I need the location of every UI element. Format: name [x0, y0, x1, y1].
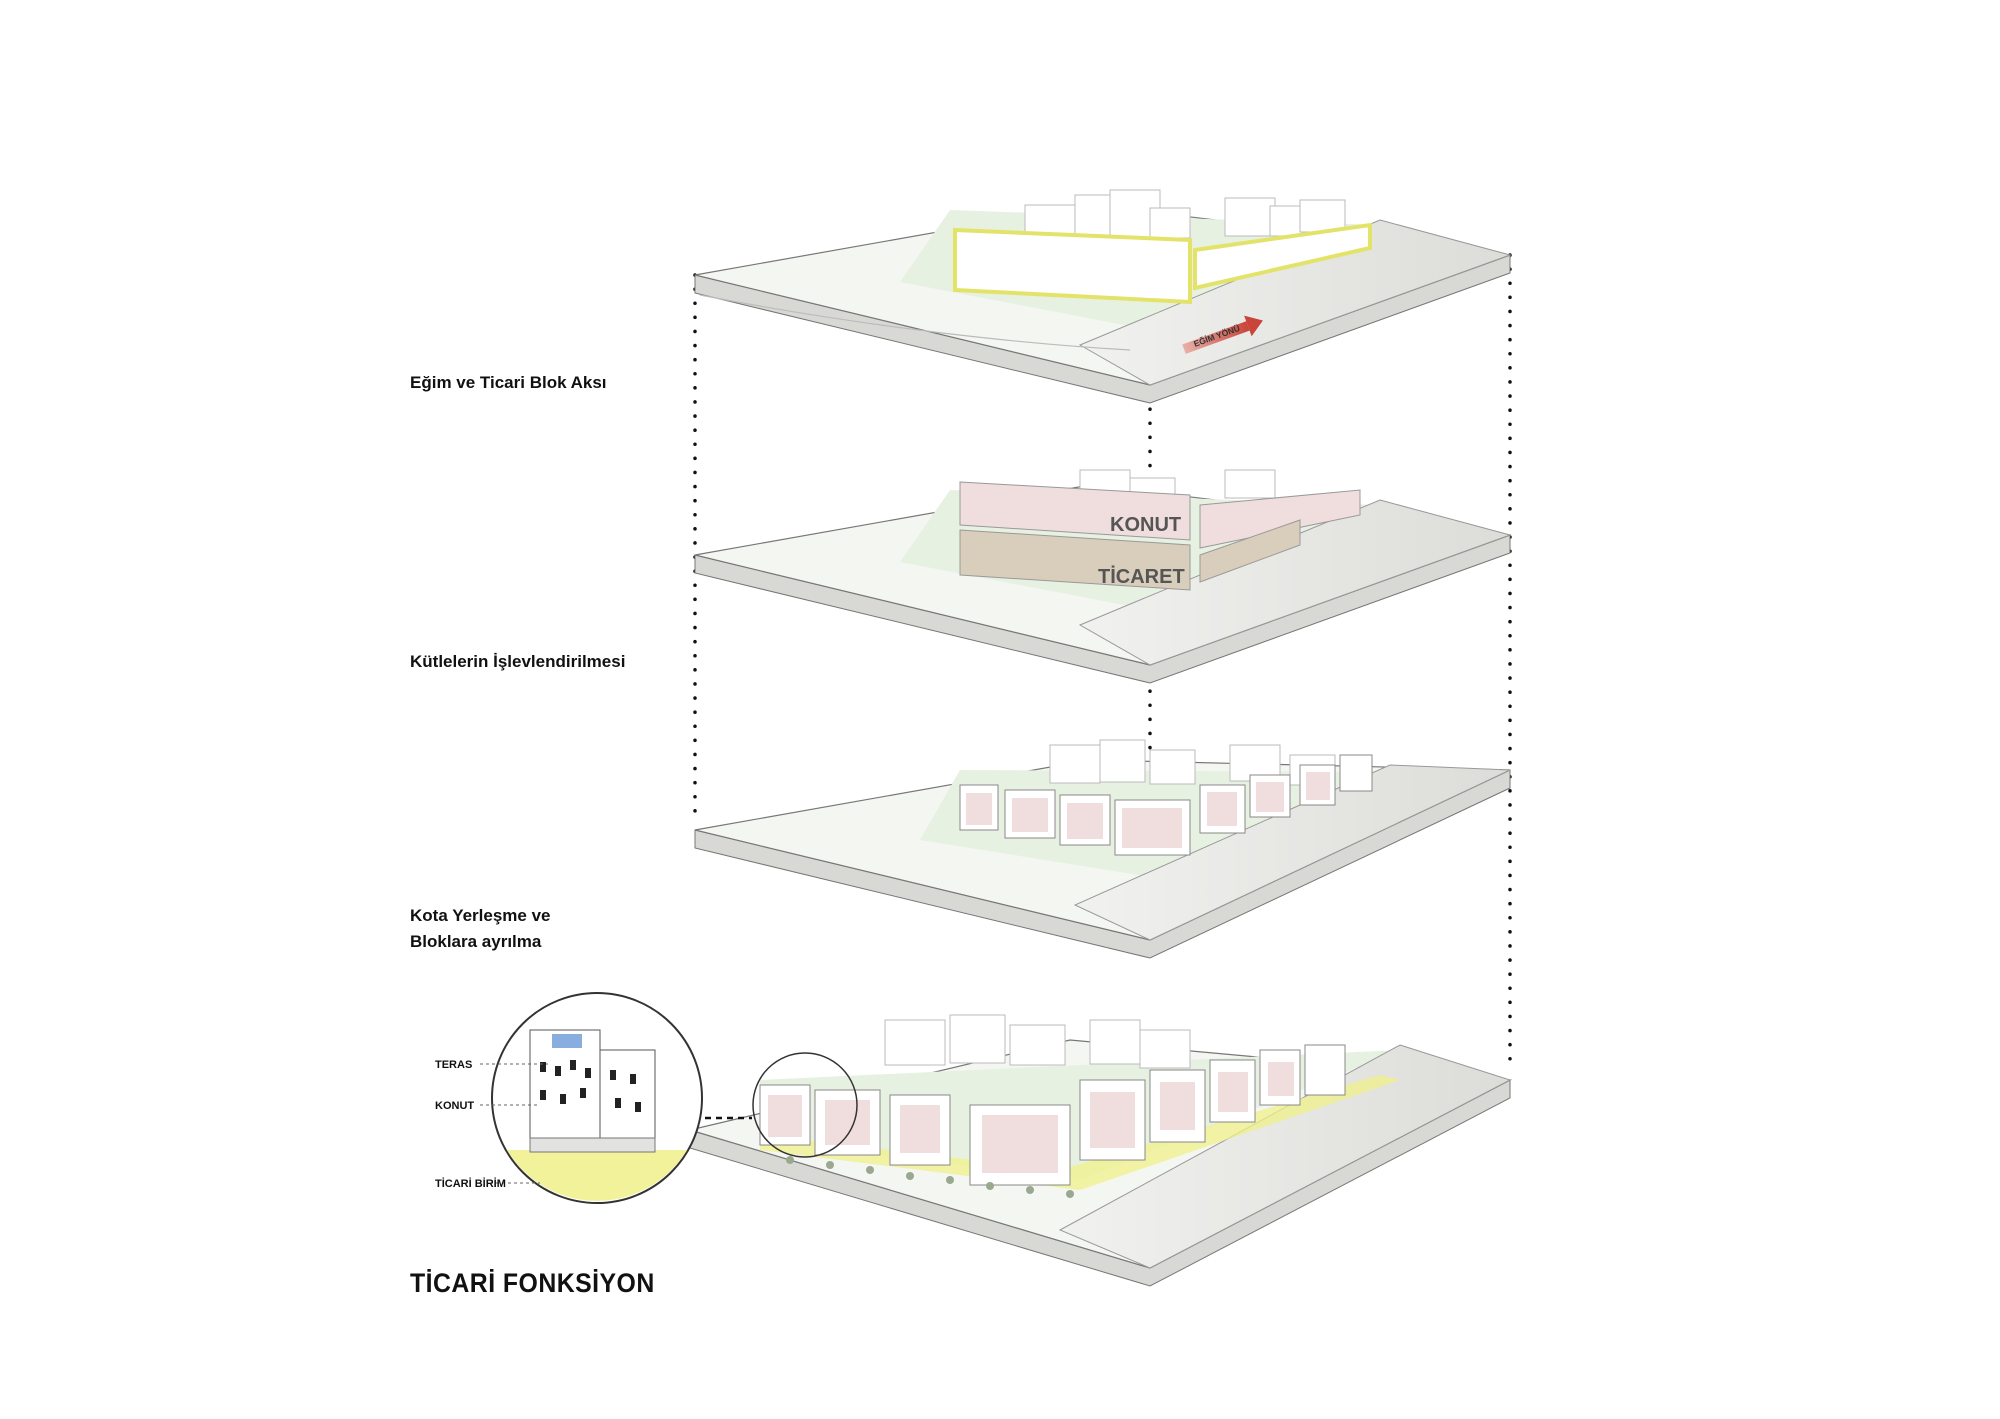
inset-roof-terrace [552, 1034, 582, 1048]
street-trees [786, 1156, 1074, 1198]
step-label-blocks: Kota Yerleşme ve Bloklara ayrılma [410, 906, 551, 951]
step-label-slope-axis: Eğim ve Ticari Blok Aksı [410, 373, 607, 392]
inset-windows [540, 1060, 641, 1112]
layer-1-slope-axis: EĞİM YÖNÜ [694, 189, 1512, 404]
layer-3-context-buildings [1049, 739, 1336, 786]
residential-mass-label: KONUT [1110, 514, 1181, 536]
layer-4-commercial-function [687, 1014, 1513, 1287]
inset-callouts [480, 1063, 548, 1184]
slope-direction-arrow [1182, 315, 1263, 354]
layer-4-context-buildings [884, 1014, 1191, 1069]
callout-commercial-unit: TİCARİ BİRİM [435, 1177, 506, 1190]
callout-roof-terrace: TERAS [435, 1059, 472, 1071]
commercial-mass-label: TİCARET [1098, 565, 1185, 588]
residential-mass [959, 481, 1361, 549]
commercial-mass [959, 519, 1301, 591]
guide-lines [693, 253, 1512, 1070]
detail-focus-circle [752, 1052, 858, 1158]
step-label-functions: Kütlelerin İşlevlendirilmesi [410, 652, 626, 671]
layer-3-blocks [694, 739, 1511, 959]
page-title: TİCARİ FONKSİYON [410, 1268, 655, 1298]
building-inset [491, 992, 703, 1204]
stepped-block-pink-faces [768, 1062, 1294, 1173]
layer-4-road [1058, 1044, 1512, 1269]
inset-ground-floor-shop [529, 1137, 656, 1153]
layer-1-road-edge [699, 294, 1131, 351]
callout-residential: KONUT [435, 1100, 474, 1112]
layer-3-road [1073, 764, 1511, 941]
inset-yellow-ground [507, 1150, 687, 1201]
layer-2-functions: KONUT TİCARET [694, 469, 1512, 684]
layer-1-context-buildings [1024, 189, 1346, 244]
block-pink-faces [966, 772, 1330, 848]
commercial-axis-highlight [953, 222, 1372, 305]
inset-building-right [599, 1049, 656, 1151]
